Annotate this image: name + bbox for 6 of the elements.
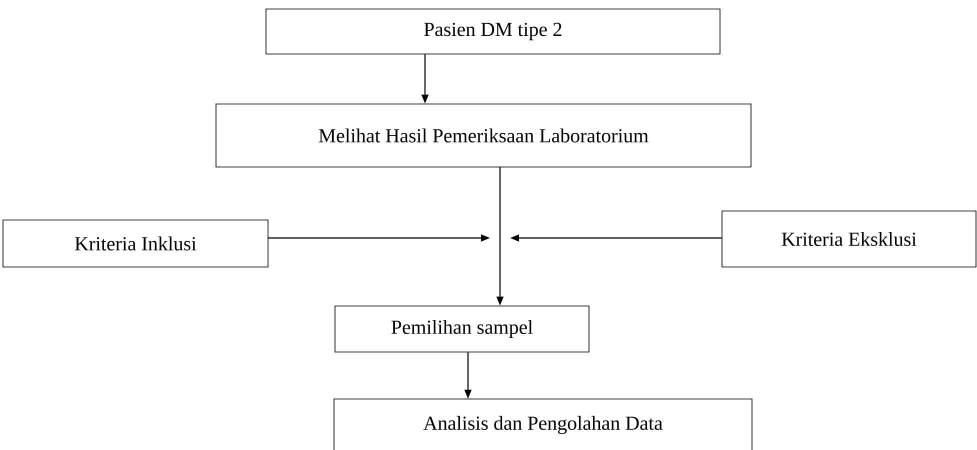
process-box: Melihat Hasil Pemeriksaan Laboratorium	[216, 104, 752, 168]
process-box: Analisis dan Pengolahan Data	[334, 398, 752, 450]
process-box: Pemilihan sampel	[334, 306, 590, 352]
process-box: Kriteria Inklusi	[2, 220, 268, 268]
process-box: Kriteria Eksklusi	[722, 210, 976, 268]
process-box: Pasien DM tipe 2	[266, 8, 720, 54]
